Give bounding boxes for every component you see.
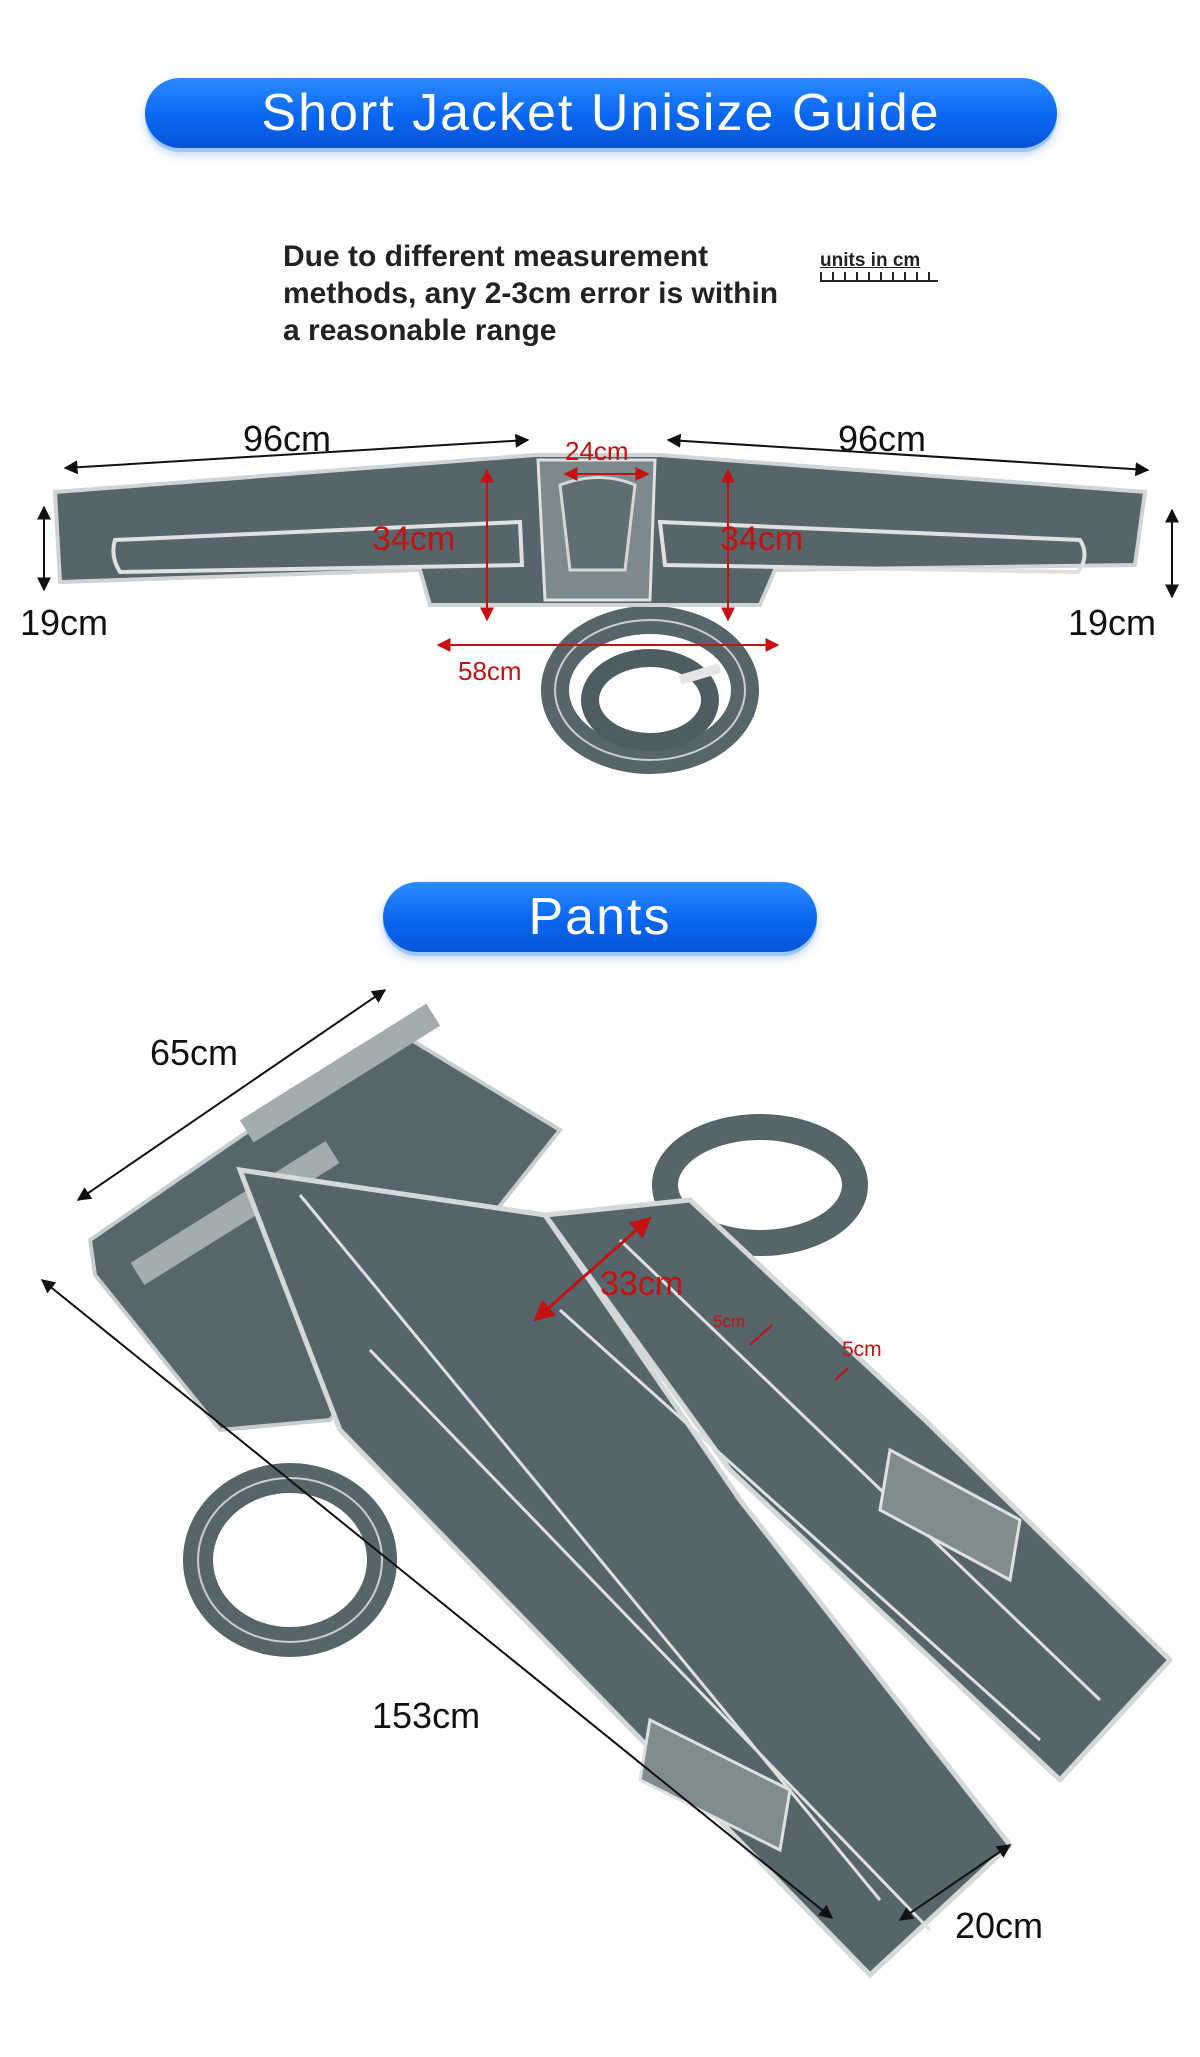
units-label: units in cm (820, 250, 921, 271)
pants-gap-dimension-1: 5cm (713, 1312, 746, 1331)
jacket-cuff-right-dimension: 19cm (1068, 602, 1157, 643)
jacket-neck-dimension: 24cm (565, 436, 629, 466)
pants-ankle-dimension: 20cm (955, 1905, 1044, 1946)
jacket-height-right-dimension: 34cm (720, 520, 804, 558)
pants-image (87, 1003, 1174, 1979)
jacket-sleeve-left-dimension: 96cm (243, 418, 332, 459)
jacket-cuff-left-dimension: 19cm (20, 602, 109, 643)
pants-thigh-dimension: 33cm (600, 1265, 684, 1303)
jacket-title: Short Jacket Unisize Guide (261, 84, 941, 142)
pants-title-banner: Pants (383, 882, 817, 952)
jacket-dimension-lines (37, 433, 1179, 652)
measurement-note: Due to different measurement methods, an… (283, 240, 779, 347)
jacket-height-left-dimension: 34cm (372, 520, 456, 558)
jacket-sleeve-right-dimension: 96cm (838, 418, 927, 459)
pants-title: Pants (528, 888, 672, 946)
pants-length-dimension: 153cm (372, 1695, 481, 1736)
jacket-image (52, 453, 1148, 774)
pants-gap-dimension-2: 5cm (842, 1338, 882, 1361)
pants-dimension-lines (40, 989, 1012, 1921)
jacket-waist-dimension: 58cm (458, 656, 522, 686)
ruler-icon (820, 272, 938, 282)
jacket-title-banner: Short Jacket Unisize Guide (145, 78, 1057, 148)
pants-width-dimension: 65cm (150, 1032, 239, 1073)
